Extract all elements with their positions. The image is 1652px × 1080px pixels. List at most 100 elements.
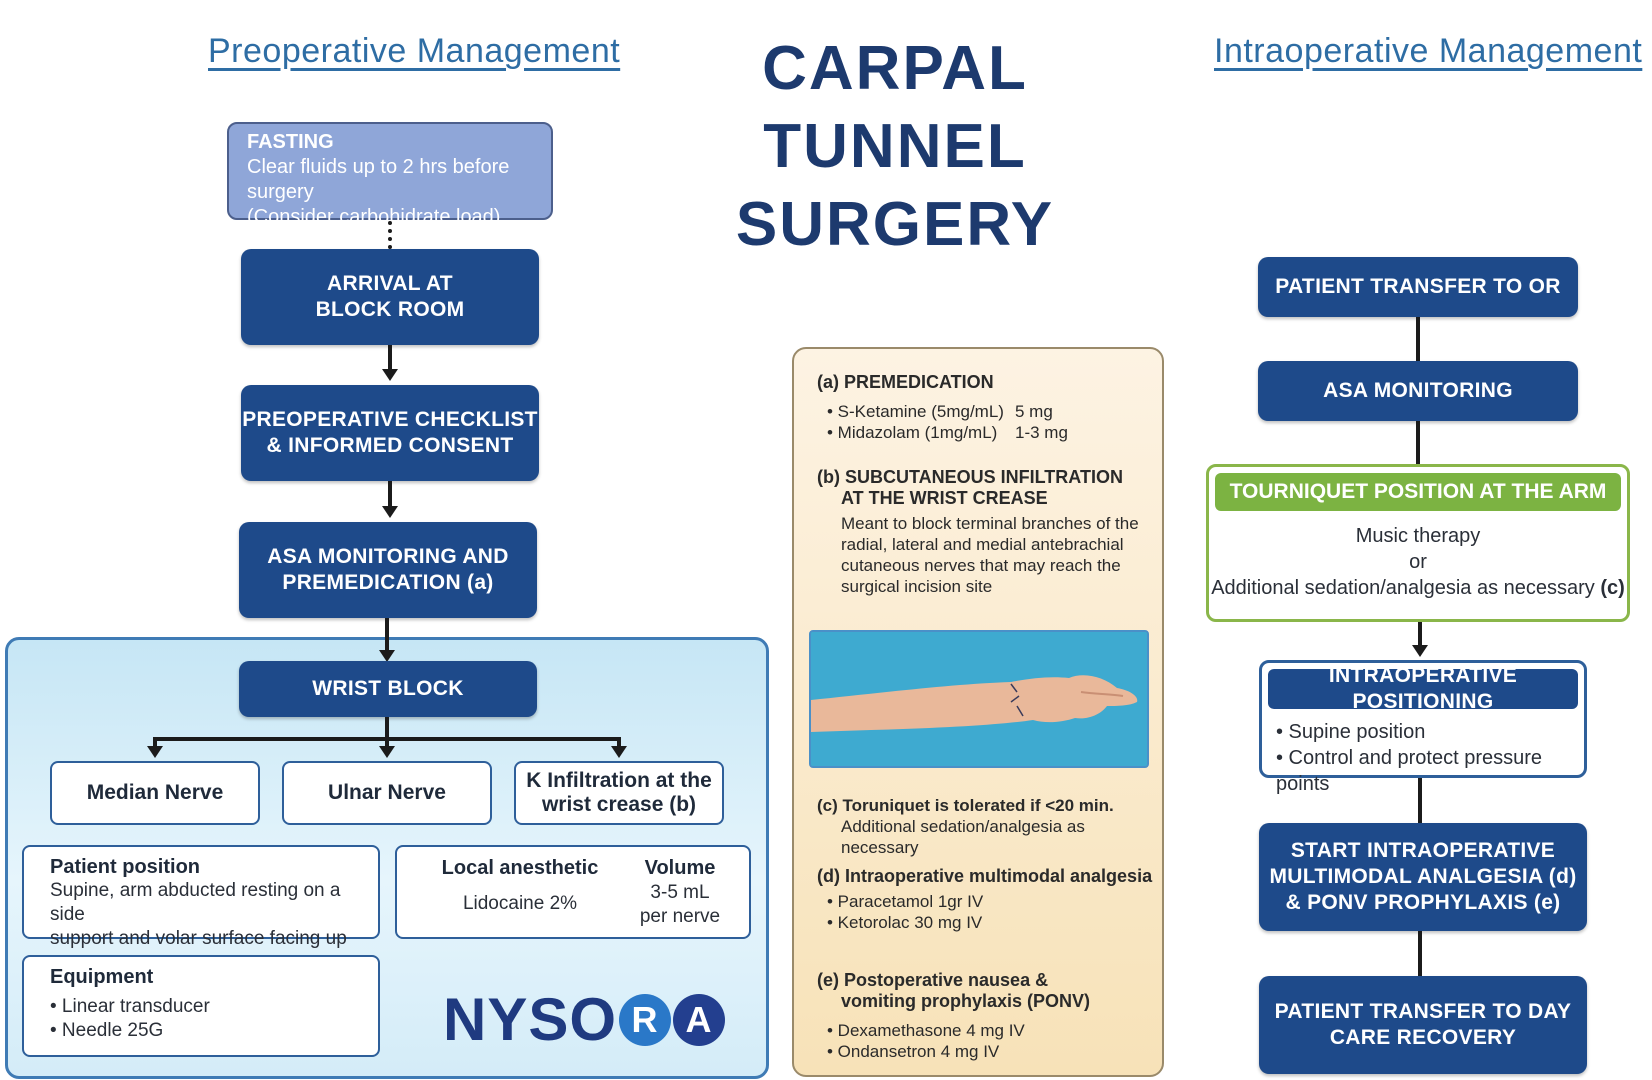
patient-position-line-2: support and volar surface facing up [50, 928, 347, 949]
transfer-day-care-box: PATIENT TRANSFER TO DAY CARE RECOVERY [1259, 976, 1587, 1074]
infiltration-text: Meant to block terminal branches of the … [817, 513, 1152, 597]
infiltration-title-2: AT THE WRIST CREASE [841, 488, 1048, 508]
equipment-item: • Needle 25G [50, 1020, 164, 1041]
checklist-line-1: PREOPERATIVE CHECKLIST [242, 408, 538, 431]
ponv-items: • Dexamethasone 4 mg IV • Ondansetron 4 … [817, 1020, 1157, 1062]
tourniquet-ref: (c) [1600, 577, 1625, 599]
ponv-item: • Ondansetron 4 mg IV [827, 1042, 1000, 1061]
volume-unit: per nerve [639, 906, 721, 927]
analgesia-item: • Paracetamol 1gr IV [827, 892, 984, 911]
infiltration-title-1: (b) SUBCUTANEOUS INFILTRATION [817, 467, 1123, 487]
connector-line [1416, 317, 1420, 362]
connector-line [388, 481, 392, 507]
patient-position-title: Patient position [50, 856, 200, 878]
positioning-title: INTRAOPERATIVE POSITIONING [1268, 664, 1578, 713]
volume-title: Volume [644, 857, 716, 879]
connector-line [1418, 778, 1422, 824]
page-title: CARPAL TUNNEL SURGERY [640, 30, 1150, 264]
ulnar-nerve-box: Ulnar Nerve [282, 761, 492, 825]
fasting-title: FASTING [247, 131, 334, 153]
arrow-down-icon [382, 369, 398, 381]
infiltration-text-line: surgical incision site [841, 577, 993, 596]
arrow-down-icon [611, 746, 627, 758]
analgesia-line-1: START INTRAOPERATIVE [1290, 839, 1556, 862]
forearm-illustration [811, 632, 1147, 766]
positioning-item: • Control and protect pressure points [1276, 747, 1543, 795]
intraop-asa-monitoring-box: ASA MONITORING [1258, 361, 1578, 421]
connector-line [1418, 622, 1422, 646]
intraop-heading: Intraoperative Management [1214, 32, 1643, 70]
premed-name: • S-Ketamine (5mg/mL) [827, 402, 1004, 421]
infiltration-text-line: cutaneous nerves that may reach the [841, 556, 1121, 575]
nysora-logo: NYSO R A [443, 985, 726, 1054]
premed-row: • S-Ketamine (5mg/mL)5 mg [827, 401, 1147, 422]
infiltration-note: (b) SUBCUTANEOUS INFILTRATION AT THE WRI… [817, 467, 1152, 597]
preop-checklist-box: PREOPERATIVE CHECKLIST & INFORMED CONSEN… [241, 385, 539, 481]
local-anesthetic-col: Local anesthetic Lidocaine 2% [425, 855, 615, 917]
tourniquet-option-2: Additional sedation/analgesia as necessa… [1211, 577, 1625, 599]
anesthetic-volume-box: Local anesthetic Lidocaine 2% Volume 3-5… [395, 845, 751, 939]
title-line-1: CARPAL TUNNEL [762, 34, 1028, 181]
recovery-line-2: CARE RECOVERY [1329, 1026, 1517, 1049]
checklist-line-2: & INFORMED CONSENT [266, 434, 514, 457]
analgesia-item: • Ketorolac 30 mg IV [827, 913, 983, 932]
tourniquet-option-or: or [1409, 551, 1427, 573]
equipment-item: • Linear transducer [50, 996, 210, 1017]
ponv-title-1: (e) Postoperative nausea & [817, 970, 1049, 990]
recovery-line-1: PATIENT TRANSFER TO DAY [1274, 1000, 1572, 1023]
connector-line [153, 737, 157, 747]
infiltration-text-line: Meant to block terminal branches of the [841, 514, 1139, 533]
arrow-down-icon [1412, 645, 1428, 657]
connector-line [385, 737, 389, 747]
analgesia-line-3: & PONV PROPHYLAXIS (e) [1285, 891, 1561, 914]
wrist-photo [809, 630, 1149, 768]
tourniquet-note-line-2: Additional sedation/analgesia as necessa… [841, 817, 1085, 857]
arrow-down-icon [379, 650, 395, 662]
asa-monitoring-premedication-box: ASA MONITORING AND PREMEDICATION (a) [239, 522, 537, 618]
positioning-items: • Supine position • Control and protect … [1276, 719, 1584, 797]
connector-line [1416, 421, 1420, 466]
equipment-box: Equipment • Linear transducer • Needle 2… [22, 955, 380, 1057]
premedication-title: (a) PREMEDICATION [817, 372, 994, 392]
connector-line [385, 717, 389, 738]
connector-line [1418, 931, 1422, 977]
tourniquet-box: TOURNIQUET POSITION AT THE ARM OR FOREAR… [1206, 464, 1630, 622]
fasting-line-2: (Consider carbohidrate load) [247, 206, 501, 228]
tourniquet-note: (c) Toruniquet is tolerated if <20 min. … [817, 795, 1157, 858]
positioning-item: • Supine position [1276, 721, 1426, 743]
analgesia-note: (d) Intraoperative multimodal analgesia … [817, 866, 1157, 933]
wrist-block-box: WRIST BLOCK [239, 661, 537, 717]
equipment-title: Equipment [50, 966, 154, 988]
arrival-line-2: BLOCK ROOM [315, 298, 465, 321]
tourniquet-options: Music therapy or Additional sedation/ana… [1209, 523, 1627, 601]
infiltration-line-2: wrist crease (b) [541, 793, 697, 816]
ponv-title-2: vomiting prophylaxis (PONV) [841, 991, 1091, 1011]
fasting-box: FASTING Clear fluids up to 2 hrs before … [227, 122, 553, 228]
analgesia-note-title: (d) Intraoperative multimodal analgesia [817, 866, 1153, 886]
patient-position-line-1: Supine, arm abducted resting on a side [50, 880, 341, 925]
premedication-items: • S-Ketamine (5mg/mL)5 mg • Midazolam (1… [817, 401, 1147, 443]
premed-name: • Midazolam (1mg/mL) [827, 423, 998, 442]
local-anesthetic-title: Local anesthetic [441, 857, 599, 879]
arrow-down-icon [379, 746, 395, 758]
tourniquet-option-1: Music therapy [1355, 525, 1481, 547]
connector-line [385, 618, 389, 652]
ponv-note: (e) Postoperative nausea & vomiting prop… [817, 970, 1157, 1062]
fasting-line-1: Clear fluids up to 2 hrs before surgery [247, 156, 510, 203]
premed-dose: 1-3 mg [1015, 423, 1068, 442]
premed-row: • Midazolam (1mg/mL) 1-3 mg [827, 422, 1147, 443]
arrival-line-1: ARRIVAL AT [327, 272, 453, 295]
tourniquet-title: TOURNIQUET POSITION AT THE ARM OR FOREAR… [1215, 473, 1621, 541]
premedication-note: (a) PREMEDICATION • S-Ketamine (5mg/mL)5… [817, 372, 1147, 443]
local-anesthetic-value: Lidocaine 2% [462, 893, 578, 914]
analgesia-line-2: MULTIMODAL ANALGESIA (d) [1269, 865, 1577, 888]
logo-r-circle: R [619, 993, 672, 1046]
transfer-to-or-box: PATIENT TRANSFER TO OR [1258, 257, 1578, 317]
connector-line [388, 345, 392, 370]
analgesia-note-items: • Paracetamol 1gr IV • Ketorolac 30 mg I… [817, 891, 1157, 933]
preop-heading: Preoperative Management [208, 32, 621, 70]
multimodal-analgesia-box: START INTRAOPERATIVE MULTIMODAL ANALGESI… [1259, 823, 1587, 931]
infiltration-text-line: radial, lateral and medial antebrachial [841, 535, 1124, 554]
median-nerve-box: Median Nerve [50, 761, 260, 825]
dotted-connector [388, 221, 392, 249]
